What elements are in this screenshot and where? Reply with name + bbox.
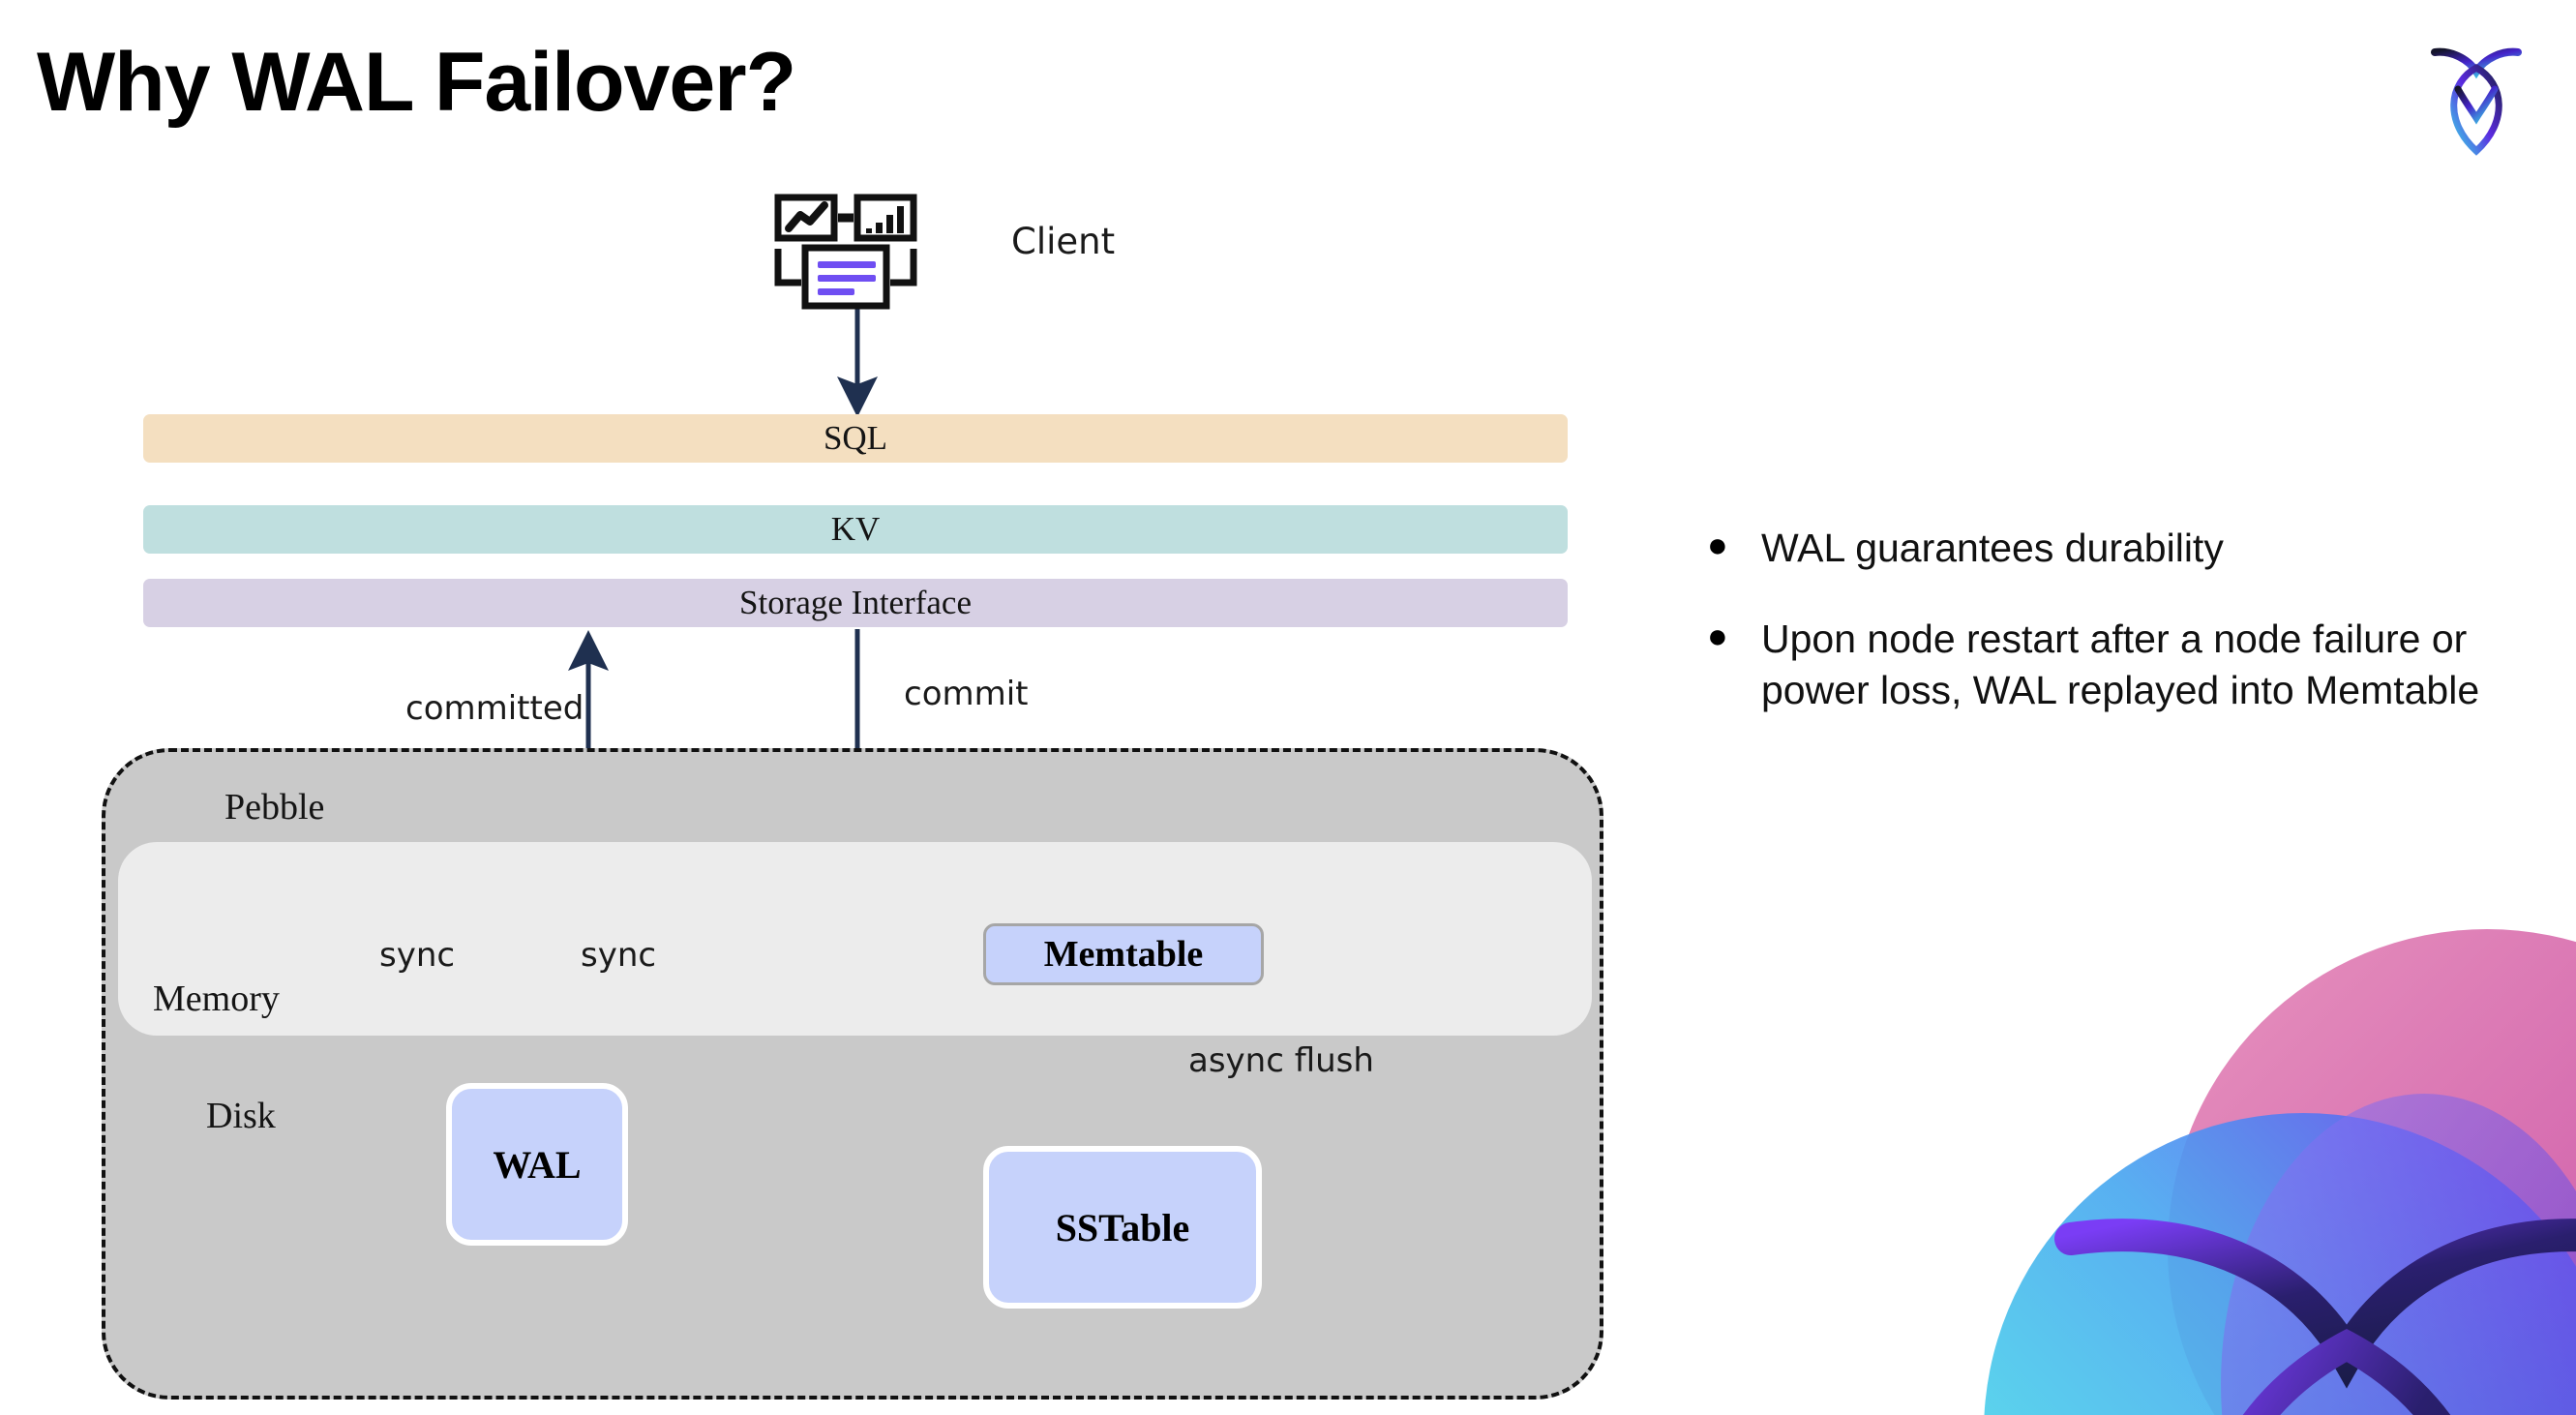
- memory-label: Memory: [153, 978, 280, 1019]
- edge-label-sync-right: sync: [581, 936, 657, 975]
- bullet-marker-icon: ●: [1707, 616, 1728, 656]
- client-dashboard-icon: [774, 194, 924, 310]
- client-label: Client: [1011, 221, 1116, 262]
- edge-label-async-flush: async flush: [1188, 1041, 1374, 1080]
- edge-label-committed: committed: [405, 689, 584, 728]
- list-item: ● Upon node restart after a node failure…: [1703, 614, 2526, 715]
- cockroachdb-watermark-icon: [1984, 929, 2576, 1415]
- layer-bar-sql: SQL: [143, 414, 1568, 463]
- list-item: ● WAL guarantees durability: [1703, 523, 2526, 573]
- memory-region: [118, 842, 1592, 1036]
- architecture-diagram: Client SQL KV Storage Interface Pebble M…: [102, 194, 1603, 1400]
- page-title: Why WAL Failover?: [37, 36, 796, 129]
- layer-bar-storage-interface: Storage Interface: [143, 579, 1568, 627]
- bullet-list: ● WAL guarantees durability ● Upon node …: [1703, 523, 2526, 756]
- disk-label: Disk: [206, 1096, 276, 1136]
- node-wal: WAL: [446, 1083, 628, 1246]
- bullet-text: Upon node restart after a node failure o…: [1761, 617, 2480, 712]
- cockroachdb-logo-icon: [2404, 29, 2549, 174]
- node-sstable: SSTable: [983, 1146, 1262, 1309]
- node-memtable: Memtable: [983, 923, 1264, 985]
- bullet-text: WAL guarantees durability: [1761, 526, 2224, 570]
- pebble-label: Pebble: [225, 787, 325, 828]
- edge-label-sync-left: sync: [379, 936, 456, 975]
- bullet-marker-icon: ●: [1707, 525, 1728, 564]
- edge-label-commit: commit: [904, 675, 1029, 713]
- layer-bar-kv: KV: [143, 505, 1568, 554]
